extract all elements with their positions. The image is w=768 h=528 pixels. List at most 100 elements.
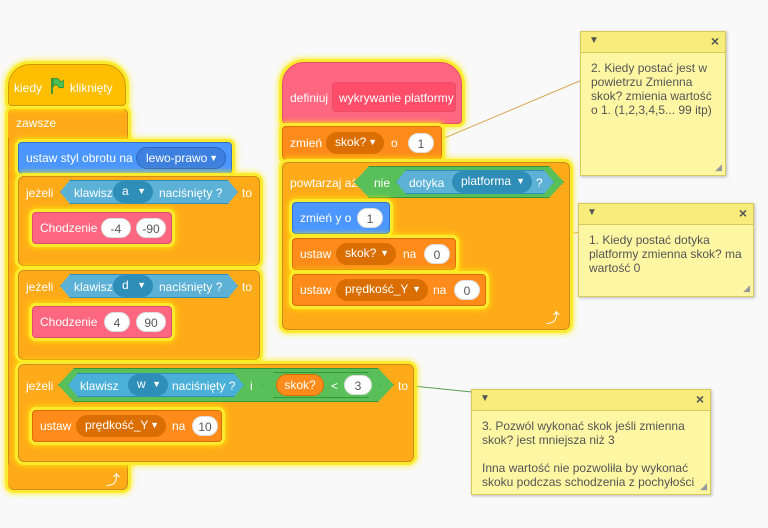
touching-label: dotyka bbox=[409, 176, 445, 190]
green-flag-icon bbox=[50, 77, 65, 94]
set-speed-zero-label: ustaw bbox=[300, 283, 332, 297]
comment-note-3[interactable]: ▼ × 3. Pozwól wykonać skok jeśli zmienna… bbox=[471, 389, 711, 495]
set-jump-value[interactable]: 0 bbox=[424, 244, 450, 264]
chevron-down-icon: ▼ bbox=[137, 186, 146, 196]
if2-then-label: to bbox=[242, 280, 253, 294]
walk2-arg2[interactable]: 90 bbox=[136, 312, 166, 332]
key-w-value: w bbox=[137, 377, 146, 391]
comment-note-2[interactable]: ▼ × 2. Kiedy postać jest w powietrzu Zmi… bbox=[580, 31, 726, 176]
if3-and-label: i bbox=[250, 379, 253, 393]
change-jump-label: zmień bbox=[290, 136, 323, 150]
note-header[interactable]: ▼ × bbox=[581, 32, 725, 53]
not-label: nie bbox=[374, 176, 391, 190]
set-speed-zero-value[interactable]: 0 bbox=[454, 280, 480, 300]
loop-arrow-icon: ⤴ bbox=[106, 472, 120, 488]
if3-key-label: klawisz bbox=[80, 379, 119, 393]
repeat-until-label: powtarzaj aż bbox=[290, 176, 358, 190]
key-w-dropdown[interactable]: w▼ bbox=[128, 374, 168, 396]
forever-label: zawsze bbox=[16, 116, 57, 130]
change-jump-o: o bbox=[391, 136, 398, 150]
set-speed-value[interactable]: 10 bbox=[192, 416, 218, 436]
chevron-down-icon: ▼ bbox=[150, 420, 159, 430]
key-d-value: d bbox=[122, 278, 129, 292]
key-a-value: a bbox=[122, 184, 129, 198]
chevron-down-icon: ▼ bbox=[209, 153, 218, 163]
change-y-label: zmień y o bbox=[300, 211, 352, 225]
resize-handle-icon[interactable]: ◢ bbox=[743, 283, 750, 293]
speed-zero-var-value: prędkość_Y bbox=[345, 282, 409, 296]
chevron-down-icon: ▼ bbox=[152, 379, 161, 389]
walk1-arg1[interactable]: -4 bbox=[101, 218, 131, 238]
collapse-icon[interactable]: ▼ bbox=[587, 207, 597, 218]
note-header[interactable]: ▼ × bbox=[472, 390, 710, 411]
note-text[interactable]: 2. Kiedy postać jest w powietrzu Zmienna… bbox=[591, 61, 712, 117]
walk1-label: Chodzenie bbox=[40, 221, 98, 235]
set-speed-zero-na: na bbox=[433, 283, 447, 297]
if1-pressed-label: naciśnięty ? bbox=[159, 186, 223, 200]
chevron-down-icon: ▼ bbox=[412, 284, 421, 294]
walk1-arg2[interactable]: -90 bbox=[136, 218, 166, 238]
set-jump-var-value: skok? bbox=[345, 246, 377, 260]
chevron-down-icon: ▼ bbox=[368, 137, 377, 147]
walk2-label: Chodzenie bbox=[40, 315, 98, 329]
jump-limit-input[interactable]: 3 bbox=[344, 375, 372, 395]
jump-var-dropdown[interactable]: skok?▼ bbox=[326, 132, 384, 154]
key-d-dropdown[interactable]: d▼ bbox=[113, 275, 153, 297]
forever-bottom bbox=[8, 465, 126, 489]
if2-key-label: klawisz bbox=[74, 280, 113, 294]
if3-then-label: to bbox=[398, 379, 409, 393]
chevron-down-icon: ▼ bbox=[380, 248, 389, 258]
rotation-value: lewo-prawo bbox=[146, 151, 208, 165]
resize-handle-icon[interactable]: ◢ bbox=[700, 481, 707, 491]
speed-var-dropdown[interactable]: prędkość_Y▼ bbox=[76, 415, 166, 437]
key-a-dropdown[interactable]: a▼ bbox=[113, 181, 153, 203]
rotation-label: ustaw styl obrotu na bbox=[26, 151, 133, 165]
set-speed-label: ustaw bbox=[40, 419, 72, 433]
note-header[interactable]: ▼ × bbox=[579, 204, 753, 225]
less-than-symbol: < bbox=[331, 379, 339, 393]
note-text[interactable]: 3. Pozwól wykonać skok jeśli zmienna sko… bbox=[482, 419, 695, 489]
loop-arrow-icon: ⤴ bbox=[546, 310, 560, 326]
jump-var-value: skok? bbox=[335, 135, 367, 149]
if2-label: jeżeli bbox=[26, 280, 54, 294]
change-y-value[interactable]: 1 bbox=[357, 208, 383, 228]
touching-target-dropdown[interactable]: platforma ▼ bbox=[452, 171, 532, 193]
set-jump-label: ustaw bbox=[300, 247, 332, 261]
if2-pressed-label: naciśnięty ? bbox=[159, 280, 223, 294]
if3-label: jeżeli bbox=[26, 379, 54, 393]
jump-var-reporter[interactable]: skok? bbox=[276, 374, 324, 396]
change-jump-value[interactable]: 1 bbox=[408, 133, 434, 153]
chevron-down-icon: ▼ bbox=[516, 176, 525, 186]
close-icon[interactable]: × bbox=[710, 33, 719, 49]
chevron-down-icon: ▼ bbox=[137, 280, 146, 290]
set-jump-na: na bbox=[403, 247, 417, 261]
hat-label-2: kliknięty bbox=[70, 81, 113, 95]
speed-zero-var-dropdown[interactable]: prędkość_Y▼ bbox=[336, 279, 428, 301]
set-speed-na: na bbox=[172, 419, 186, 433]
if1-then-label: to bbox=[242, 186, 253, 200]
note-text[interactable]: 1. Kiedy postać dotyka platformy zmienna… bbox=[589, 233, 742, 275]
hat-label: kiedy bbox=[14, 81, 43, 95]
collapse-icon[interactable]: ▼ bbox=[480, 393, 490, 404]
collapse-icon[interactable]: ▼ bbox=[589, 35, 599, 46]
comment-note-1[interactable]: ▼ × 1. Kiedy postać dotyka platformy zmi… bbox=[578, 203, 754, 297]
when-flag-clicked-hat[interactable] bbox=[8, 64, 126, 106]
set-jump-var-dropdown[interactable]: skok?▼ bbox=[336, 243, 396, 265]
define-name: wykrywanie platformy bbox=[339, 91, 454, 105]
if1-key-label: klawisz bbox=[74, 186, 113, 200]
touching-q: ? bbox=[536, 176, 543, 190]
define-name-box[interactable] bbox=[332, 82, 456, 112]
if1-label: jeżeli bbox=[26, 186, 54, 200]
close-icon[interactable]: × bbox=[695, 391, 704, 407]
resize-handle-icon[interactable]: ◢ bbox=[715, 162, 722, 172]
close-icon[interactable]: × bbox=[738, 205, 747, 221]
jump-var-label: skok? bbox=[284, 378, 316, 392]
touching-target-value: platforma bbox=[461, 174, 512, 188]
walk2-arg1[interactable]: 4 bbox=[104, 312, 130, 332]
speed-var-value: prędkość_Y bbox=[85, 418, 149, 432]
rotation-dropdown[interactable]: lewo-prawo▼ bbox=[136, 147, 226, 169]
if3-pressed-label: naciśnięty ? bbox=[172, 379, 236, 393]
forever-arm bbox=[8, 108, 126, 138]
define-label: definiuj bbox=[290, 91, 329, 105]
